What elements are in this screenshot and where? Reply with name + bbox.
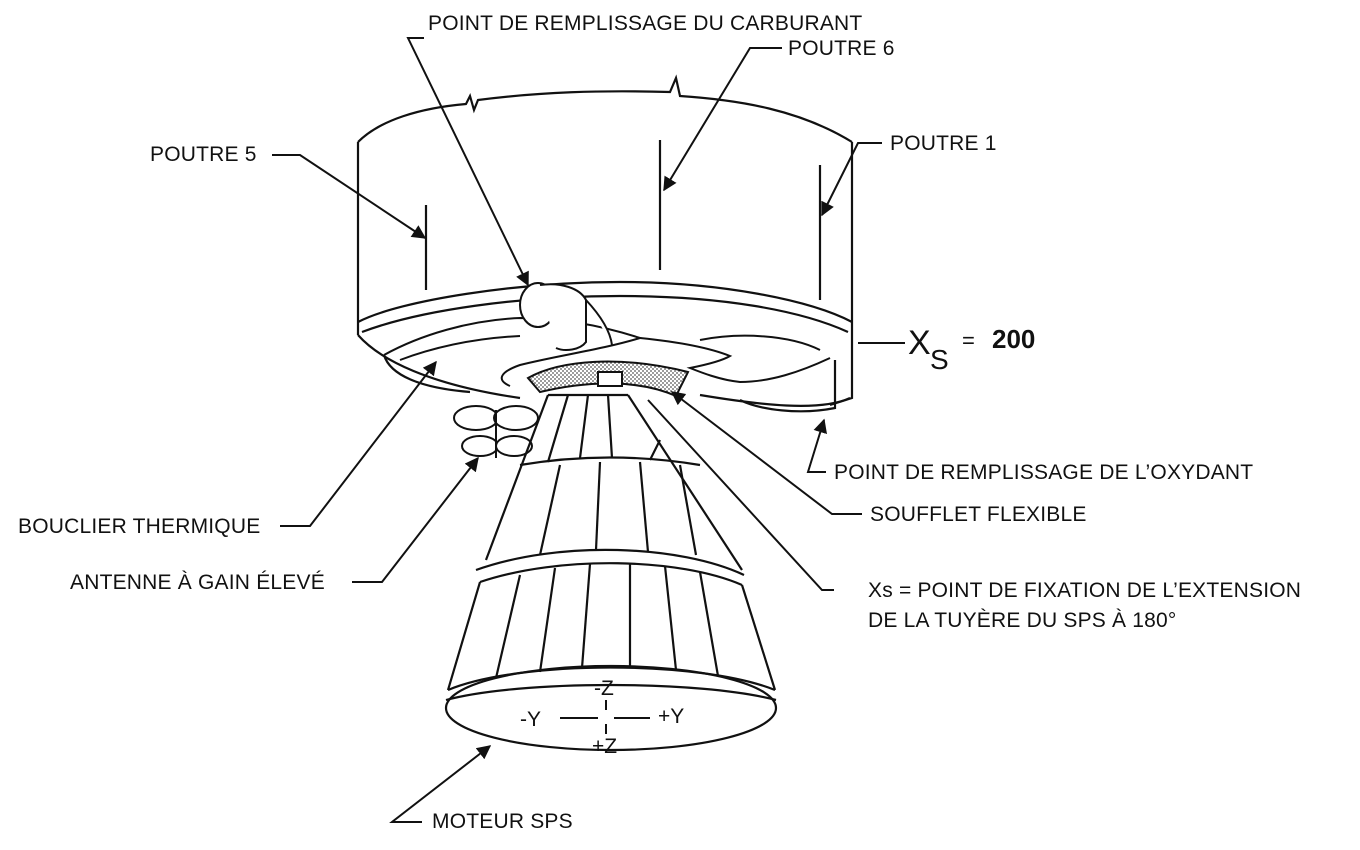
label-xs-note-line1: Xs = POINT DE FIXATION DE L’EXTENSION [868,579,1302,602]
axis-minus-z: -Z [594,677,614,700]
label-flexible-bellows: SOUFFLET FLEXIBLE [870,503,1087,526]
leader-lines [272,37,905,823]
label-high-gain-antenna: ANTENNE À GAIN ÉLEVÉ [70,571,325,594]
flexible-bellows-shape [526,360,690,398]
label-oxidizer-fill-point: POINT DE REMPLISSAGE DE L’OXYDANT [834,461,1254,484]
axis-plus-y: +Y [658,705,685,728]
label-xs-note-line2: DE LA TUYÈRE DU SPS À 180° [868,609,1177,632]
heat-shield [383,316,831,387]
axis-cross [560,700,650,734]
high-gain-antenna-shape [453,405,539,458]
service-module-cylinder [356,74,854,413]
xs-value: 200 [992,324,1036,354]
fuel-fill-fitting [519,282,613,351]
label-heat-shield: BOUCLIER THERMIQUE [18,515,261,538]
label-beam-1: POUTRE 1 [890,132,997,155]
label-beam-6: POUTRE 6 [788,37,895,60]
sps-nozzle [444,393,778,752]
xs-subscript: S [930,344,949,375]
axis-plus-z: +Z [592,735,618,758]
xs-symbol: X [908,324,931,362]
axis-minus-y: -Y [520,708,541,731]
label-fuel-fill-point: POINT DE REMPLISSAGE DU CARBURANT [428,12,863,35]
label-beam-5: POUTRE 5 [150,143,257,166]
label-sps-engine: MOTEUR SPS [432,810,573,833]
xs-equals: = [962,328,975,353]
